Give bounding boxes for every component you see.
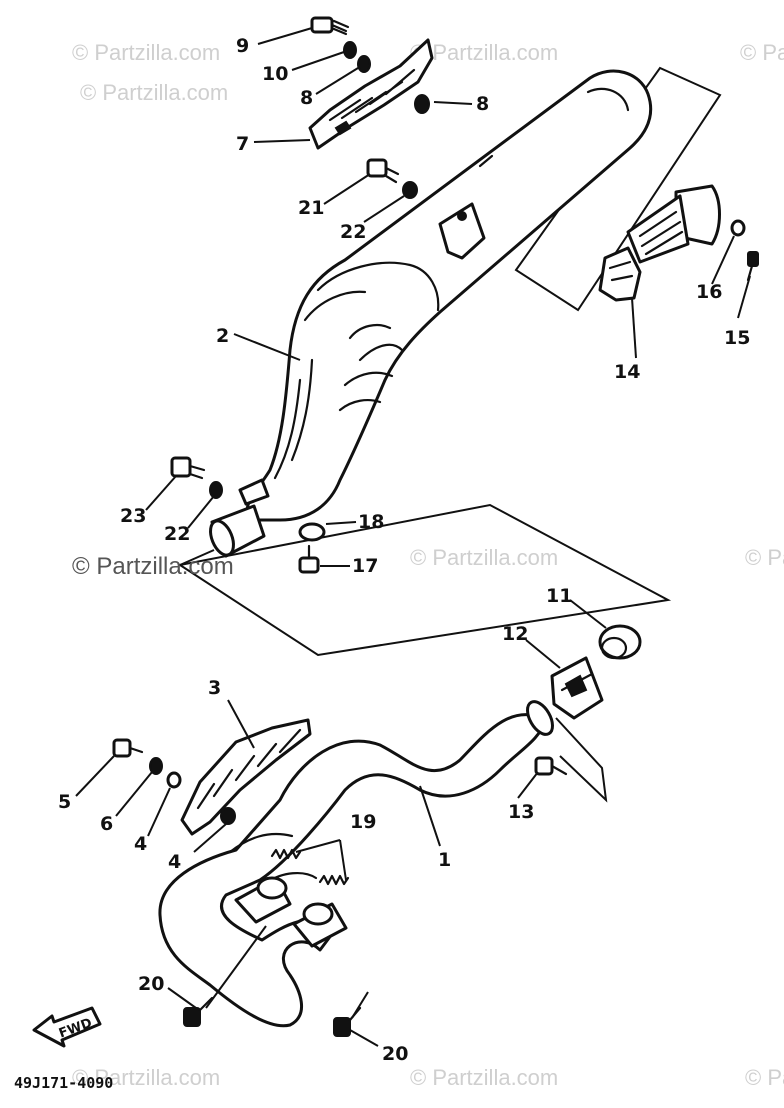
nut-8-right <box>414 94 430 114</box>
callout-3: 3 <box>208 677 221 699</box>
callout-5: 5 <box>58 791 71 813</box>
spark-arrester <box>598 184 721 302</box>
watermark-faint: © Partzilla.com <box>80 80 228 105</box>
spring-19b <box>318 874 350 886</box>
watermark-faint: © Partzilla.com <box>410 1065 558 1090</box>
watermark-faint: © Partzilla.com <box>740 40 784 65</box>
nut-8-upper <box>357 55 371 73</box>
watermark-faint: © Partzilla.com <box>745 1065 784 1090</box>
callout-2: 2 <box>216 325 229 347</box>
spring-19a <box>270 848 302 860</box>
watermark-faint: © Partzilla.com <box>72 1065 220 1090</box>
callout-9: 9 <box>236 35 249 57</box>
callout-21: 21 <box>298 197 324 219</box>
callout-6: 6 <box>100 813 113 835</box>
watermark-faint: © Partzilla.com <box>410 545 558 570</box>
reference-bracket-12 <box>555 717 608 803</box>
callout-10: 10 <box>262 63 288 85</box>
callout-20b: 20 <box>382 1043 408 1065</box>
bolt-13 <box>534 756 568 776</box>
callout-19: 19 <box>350 811 376 833</box>
callout-16: 16 <box>696 281 722 303</box>
washer-6 <box>149 757 163 775</box>
fwd-arrow-icon: FWD <box>32 1006 102 1048</box>
joint-12 <box>550 656 604 720</box>
grommet-18 <box>298 522 326 542</box>
callout-7: 7 <box>236 133 249 155</box>
bolt-23 <box>170 456 206 480</box>
callout-1: 1 <box>438 849 451 871</box>
washer-22-lower <box>209 481 223 499</box>
bolt-9 <box>310 16 350 36</box>
nut-4-lower <box>220 807 236 825</box>
diagram-code: 49J171-4090 <box>14 1074 113 1092</box>
leader-lines <box>75 27 751 1047</box>
callout-4a: 4 <box>134 833 147 855</box>
watermark-faint: © Partzilla.com <box>410 40 558 65</box>
reference-box-lower <box>177 503 672 657</box>
callout-labels: 9 10 8 8 7 21 22 2 16 15 14 23 22 18 17 … <box>58 35 750 1065</box>
washer-22-upper <box>402 181 418 199</box>
washer-10 <box>343 41 357 59</box>
watermark-faint: © Partzilla.com <box>72 40 220 65</box>
muffler <box>209 69 653 558</box>
bolt-20-left <box>183 996 214 1027</box>
bolt-5 <box>112 738 144 758</box>
callout-18: 18 <box>358 511 384 533</box>
callout-15: 15 <box>724 327 750 349</box>
exhaust-pipe <box>158 700 554 1028</box>
callout-4b: 4 <box>168 851 181 873</box>
callout-13: 13 <box>508 801 534 823</box>
watermark-faint: © Partzilla.com <box>745 545 784 570</box>
callout-20a: 20 <box>138 973 164 995</box>
callout-22b: 22 <box>164 523 190 545</box>
partzilla-watermark: © Partzilla.com <box>72 553 234 580</box>
callout-22a: 22 <box>340 221 366 243</box>
callout-11: 11 <box>546 585 572 607</box>
gasket-11 <box>598 624 642 660</box>
callout-14: 14 <box>614 361 640 383</box>
callout-8b: 8 <box>476 93 489 115</box>
watermark-grid: © Partzilla.com © Partzilla.com © Partzi… <box>72 40 784 1090</box>
callout-12: 12 <box>502 623 528 645</box>
lower-heat-guard <box>180 718 312 836</box>
washer-16 <box>730 219 746 237</box>
callout-17: 17 <box>352 555 378 577</box>
screw-15 <box>746 251 759 282</box>
upper-heat-guard <box>308 38 434 150</box>
callout-8a: 8 <box>300 87 313 109</box>
bolt-21 <box>366 158 400 184</box>
nut-4-upper <box>166 771 182 789</box>
callout-23: 23 <box>120 505 146 527</box>
bolt-17 <box>298 544 320 574</box>
